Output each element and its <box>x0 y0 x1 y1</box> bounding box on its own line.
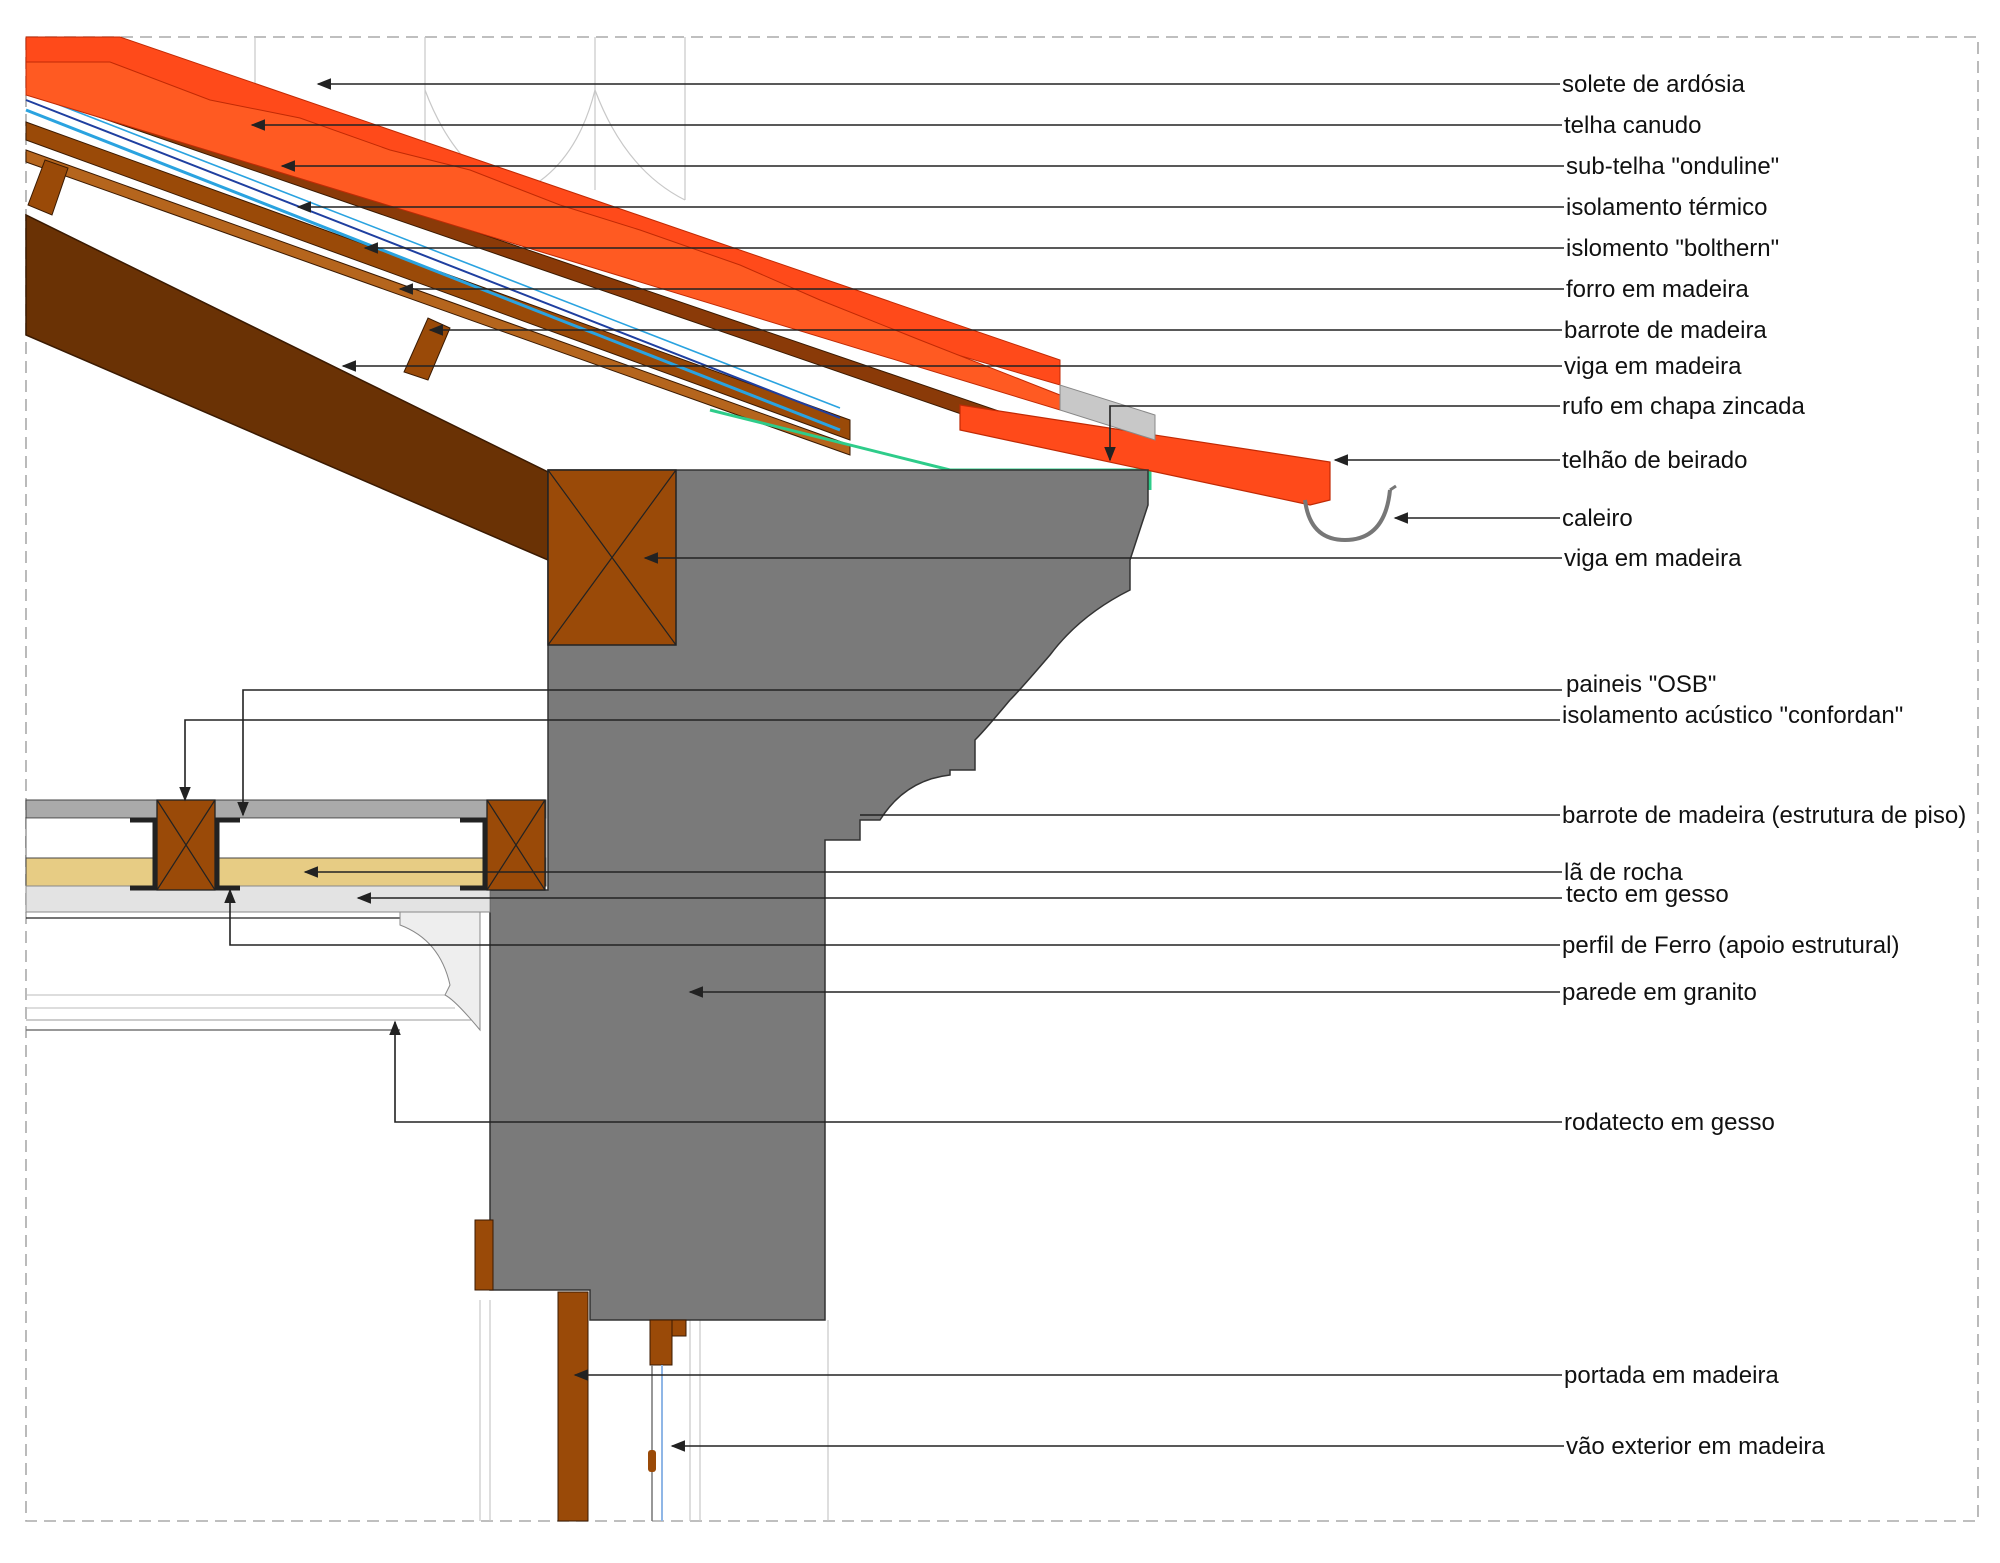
label-tecto: tecto em gesso <box>1566 881 1729 908</box>
label-viga-1: viga em madeira <box>1564 353 1742 380</box>
label-barrote: barrote de madeira <box>1564 317 1767 344</box>
label-parede: parede em granito <box>1562 979 1757 1006</box>
label-portada: portada em madeira <box>1564 1362 1779 1389</box>
roof-tiles <box>25 36 1331 506</box>
label-rodatecto: rodatecto em gesso <box>1564 1109 1775 1136</box>
leader-lines <box>179 78 1564 1452</box>
drawing-border <box>25 36 1979 1522</box>
label-rufo: rufo em chapa zincada <box>1562 393 1805 420</box>
window-timber <box>474 1219 687 1522</box>
floor-joists <box>156 799 546 891</box>
label-confordan: isolamento acústico "confordan" <box>1562 702 1903 729</box>
label-viga-2: viga em madeira <box>1564 545 1742 572</box>
label-perfil-ferro: perfil de Ferro (apoio estrutural) <box>1562 932 1899 959</box>
label-isolamento-termico: isolamento térmico <box>1566 194 1767 221</box>
main-rafter <box>25 213 549 562</box>
label-sub-telha: sub-telha "onduline" <box>1566 153 1779 180</box>
label-bolthern: islomento "bolthern" <box>1566 235 1779 262</box>
timber-strips <box>25 121 851 456</box>
label-telha-canudo: telha canudo <box>1564 112 1701 139</box>
label-vao: vão exterior em madeira <box>1566 1433 1825 1460</box>
plaster-cornice <box>399 911 481 1032</box>
label-telhao: telhão de beirado <box>1562 447 1747 474</box>
label-osb: paineis "OSB" <box>1566 671 1716 698</box>
label-caleiro: caleiro <box>1562 505 1633 532</box>
label-la-rocha: lã de rocha <box>1564 859 1683 886</box>
label-barrote-piso: barrote de madeira (estrutura de piso) <box>1562 802 1966 829</box>
floor-assembly <box>25 799 547 1031</box>
label-forro: forro em madeira <box>1566 276 1749 303</box>
eaves-tile <box>959 404 1331 506</box>
gutter <box>1303 489 1392 543</box>
labels: solete de ardósia telha canudo sub-telha… <box>1562 71 1966 1460</box>
label-solete: solete de ardósia <box>1562 71 1745 98</box>
steel-profiles <box>130 817 488 891</box>
insulation-layers <box>25 91 841 432</box>
